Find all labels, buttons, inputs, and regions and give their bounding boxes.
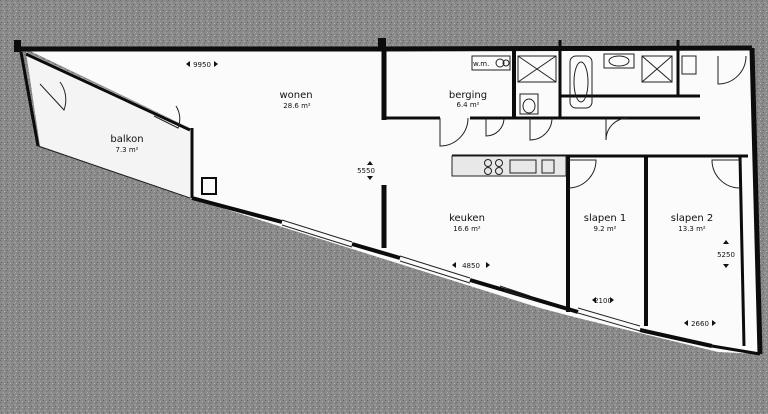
washer-label: w.m. xyxy=(473,60,489,68)
room-name-wonen: wonen xyxy=(279,90,312,101)
room-area-slapen2: 13.3 m² xyxy=(678,225,706,233)
doors xyxy=(39,55,747,189)
room-name-keuken: keuken xyxy=(449,213,485,224)
room-name-slapen2: slapen 2 xyxy=(671,213,714,224)
room-area-keuken: 16.6 m² xyxy=(453,225,481,233)
kitchen-counter xyxy=(451,155,567,177)
room-area-berging: 6.4 m² xyxy=(457,101,480,109)
room-area-wonen: 28.6 m² xyxy=(283,102,311,110)
room-name-balkon: balkon xyxy=(110,134,143,145)
dimension-markers xyxy=(186,61,729,326)
floor-balkon xyxy=(26,52,190,198)
room-name-berging: berging xyxy=(449,90,487,101)
dim-wonen-depth: 5550 xyxy=(357,167,375,175)
room-area-slapen1: 9.2 m² xyxy=(594,225,617,233)
dim-keuken-width: 4850 xyxy=(462,262,480,270)
room-name-slapen1: slapen 1 xyxy=(584,213,627,224)
dim-slapen2-width: 2660 xyxy=(691,320,709,328)
floor-interior xyxy=(26,48,760,354)
windows xyxy=(281,219,641,332)
dim-wonen-width: 9950 xyxy=(193,61,211,69)
room-area-balkon: 7.3 m² xyxy=(116,146,139,154)
exterior-walls xyxy=(14,40,763,356)
dim-slapen2-depth: 5250 xyxy=(717,251,735,259)
sanitary-fixtures xyxy=(471,53,697,115)
dim-slapen1-width: 2100 xyxy=(594,297,612,305)
